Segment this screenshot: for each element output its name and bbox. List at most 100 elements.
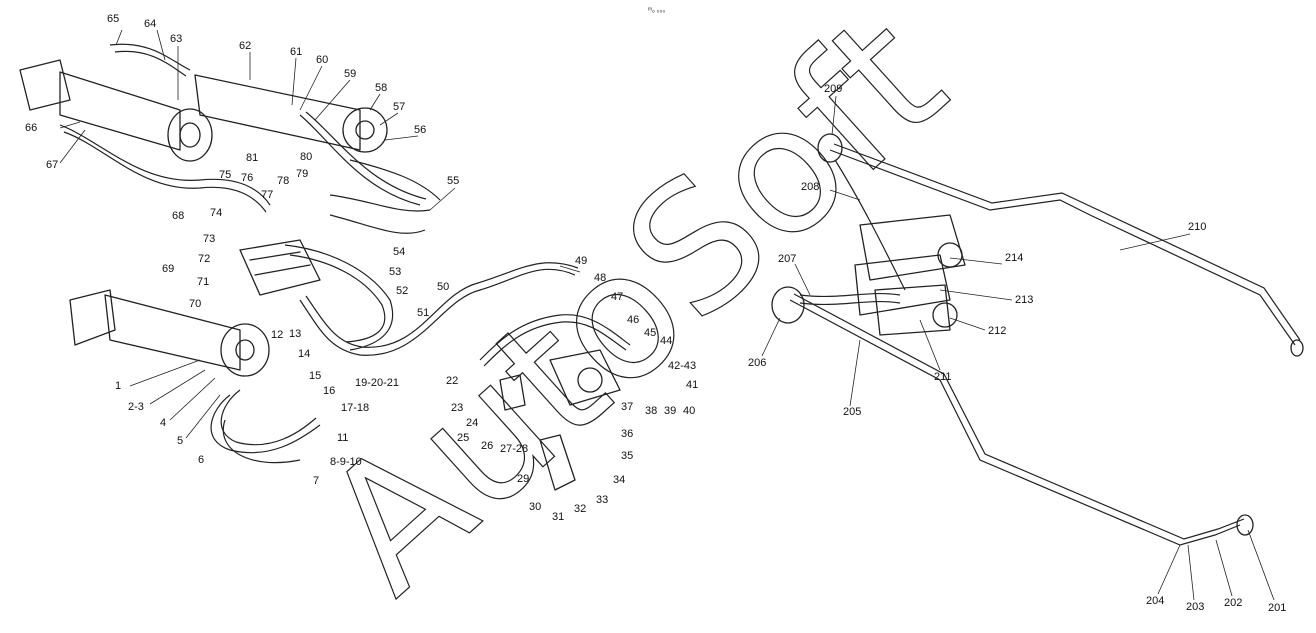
- callout-61: 61: [290, 46, 302, 58]
- callout-59: 59: [344, 68, 356, 80]
- callout-211: 211: [934, 371, 952, 383]
- callouts-left: 1 2-3 4 5 6 7 8-9-10 11 12 13 14 15 16 1…: [25, 13, 698, 523]
- callout-64: 64: [144, 18, 156, 30]
- callout-23: 23: [451, 402, 463, 414]
- callout-202: 202: [1224, 597, 1242, 609]
- callout-24: 24: [466, 417, 478, 429]
- callout-31: 31: [552, 511, 564, 523]
- callout-81: 81: [246, 152, 258, 164]
- callout-66: 66: [25, 122, 37, 134]
- callout-62: 62: [239, 40, 251, 52]
- callout-25: 25: [457, 432, 469, 444]
- callout-206: 206: [748, 357, 766, 369]
- right-valve-bank: [854, 214, 966, 336]
- bottom-cylinder: [69, 289, 270, 377]
- callout-42-43: 42-43: [668, 360, 696, 372]
- callout-210: 210: [1188, 221, 1206, 233]
- callout-207: 207: [778, 253, 796, 265]
- callout-16: 16: [323, 385, 335, 397]
- callout-27-28: 27-28: [500, 443, 528, 455]
- header-mark: ᵐₒ ₀₀₀: [648, 7, 665, 14]
- callouts-right: 201 202 203 204 205 206 207 208 209 210 …: [748, 83, 1286, 614]
- callout-46: 46: [627, 314, 639, 326]
- callout-32: 32: [574, 503, 586, 515]
- callout-78: 78: [277, 175, 289, 187]
- callout-56: 56: [414, 124, 426, 136]
- callout-50: 50: [437, 281, 449, 293]
- callout-34: 34: [613, 474, 625, 486]
- callout-37: 37: [621, 401, 633, 413]
- callout-204: 204: [1146, 595, 1164, 607]
- callout-2-3: 2-3: [128, 401, 144, 413]
- callout-44: 44: [660, 335, 672, 347]
- callout-15: 15: [309, 370, 321, 382]
- callout-53: 53: [389, 266, 401, 278]
- callout-54: 54: [393, 246, 405, 258]
- callout-213: 213: [1015, 294, 1033, 306]
- callout-41: 41: [686, 379, 698, 391]
- callout-63: 63: [170, 33, 182, 45]
- callout-17-18: 17-18: [341, 402, 369, 414]
- callout-209: 209: [824, 83, 842, 95]
- callout-203: 203: [1186, 601, 1204, 613]
- callout-1: 1: [115, 380, 121, 392]
- callout-40: 40: [683, 405, 695, 417]
- callout-30: 30: [529, 501, 541, 513]
- callout-80: 80: [300, 151, 312, 163]
- callout-76: 76: [241, 172, 253, 184]
- callout-74: 74: [210, 207, 222, 219]
- top-center-cylinder: [194, 74, 388, 153]
- callout-49: 49: [575, 255, 587, 267]
- callout-36: 36: [621, 428, 633, 440]
- leader-lines-left: [59, 29, 581, 439]
- right-pipes: [771, 133, 1304, 546]
- callout-7: 7: [313, 475, 319, 487]
- callout-79: 79: [296, 168, 308, 180]
- callout-47: 47: [611, 291, 623, 303]
- callout-71: 71: [197, 276, 209, 288]
- callout-205: 205: [843, 406, 861, 418]
- callout-5: 5: [177, 435, 183, 447]
- callout-58: 58: [375, 82, 387, 94]
- pump-assembly: [499, 349, 621, 491]
- left-hoses: [59, 43, 631, 464]
- callout-8-9-10: 8-9-10: [330, 456, 362, 468]
- callout-65: 65: [107, 13, 119, 25]
- callout-12: 12: [271, 329, 283, 341]
- callout-51: 51: [417, 307, 429, 319]
- callout-212: 212: [988, 325, 1006, 337]
- callout-75: 75: [219, 169, 231, 181]
- valve-block: [239, 239, 321, 296]
- callout-38: 38: [645, 405, 657, 417]
- callout-201: 201: [1268, 602, 1286, 614]
- callout-13: 13: [289, 328, 301, 340]
- callout-19-20-21: 19-20-21: [355, 377, 399, 389]
- callout-35: 35: [621, 450, 633, 462]
- callout-208: 208: [801, 181, 819, 193]
- callout-69: 69: [162, 263, 174, 275]
- callout-77: 77: [261, 189, 273, 201]
- callout-14: 14: [298, 348, 310, 360]
- callout-22: 22: [446, 375, 458, 387]
- callout-4: 4: [160, 417, 166, 429]
- leader-lines-right: [761, 95, 1275, 601]
- callout-214: 214: [1005, 252, 1023, 264]
- callout-67: 67: [46, 159, 58, 171]
- callout-57: 57: [393, 101, 405, 113]
- callout-60: 60: [316, 54, 328, 66]
- callout-26: 26: [481, 440, 493, 452]
- callout-68: 68: [172, 210, 184, 222]
- top-left-cylinder: [19, 59, 213, 162]
- callout-33: 33: [596, 494, 608, 506]
- callout-73: 73: [203, 233, 215, 245]
- callout-72: 72: [198, 253, 210, 265]
- callout-45: 45: [644, 327, 656, 339]
- callout-39: 39: [664, 405, 676, 417]
- callout-70: 70: [189, 298, 201, 310]
- callout-29: 29: [517, 473, 529, 485]
- callout-11: 11: [337, 432, 348, 444]
- callout-55: 55: [447, 175, 459, 187]
- callout-6: 6: [198, 454, 204, 466]
- callout-48: 48: [594, 272, 606, 284]
